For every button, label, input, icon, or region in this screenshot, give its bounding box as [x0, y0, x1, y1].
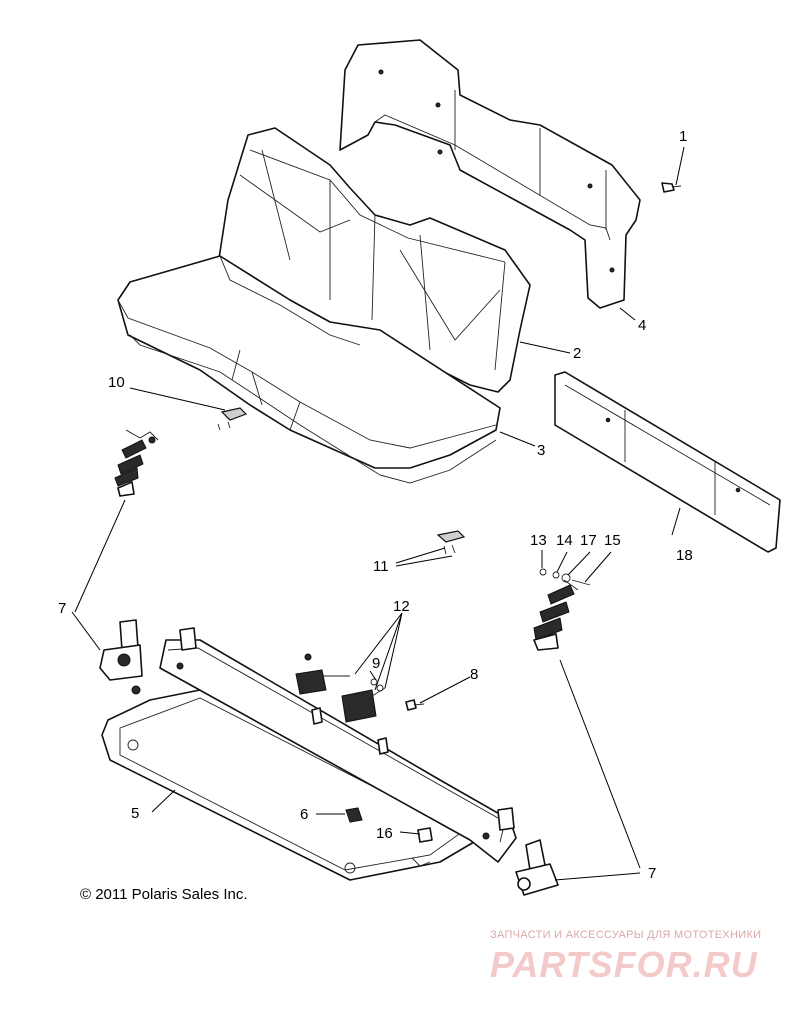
- callout-18: 18: [676, 547, 693, 564]
- callout-5: 5: [131, 805, 139, 822]
- copyright-notice: © 2011 Polaris Sales Inc.: [80, 886, 248, 903]
- callout-6: 6: [300, 806, 308, 823]
- callout-2: 2: [573, 345, 581, 362]
- seat-back-panel: [339, 39, 641, 309]
- callout-11: 11: [373, 558, 389, 575]
- seat-base-frame: [101, 689, 475, 881]
- seat-bottom-cushion: [117, 255, 501, 484]
- washers-part-9: [370, 678, 384, 692]
- seat-belt-buckles-12: [295, 653, 386, 723]
- watermark-tagline: ЗАПЧАСТИ И АКСЕССУАРЫ ДЛЯ МОТОТЕХНИКИ: [490, 929, 762, 941]
- callout-7-left: 7: [58, 600, 66, 617]
- callout-16: 16: [376, 825, 393, 842]
- seat-mounting-rail: [159, 627, 517, 863]
- nut-part-6: [345, 807, 363, 823]
- callout-labels: 1 2 3 4 5 6 7 7 8 9 10 11 12 13 14 17 15…: [58, 128, 693, 882]
- spacer-part-16: [417, 827, 433, 843]
- callout-13: 13: [530, 532, 547, 549]
- callout-7-right: 7: [648, 865, 656, 882]
- callout-9: 9: [372, 655, 380, 672]
- fasteners-13-14-15-17: [539, 568, 591, 586]
- leader-lines: [71, 146, 685, 881]
- callout-14: 14: [556, 532, 573, 549]
- callout-10: 10: [108, 374, 125, 391]
- seat-belt-buckle-left: [99, 619, 143, 695]
- callout-4: 4: [638, 317, 646, 334]
- callout-8: 8: [470, 666, 478, 683]
- callout-1: 1: [679, 128, 687, 145]
- callout-12: 12: [393, 598, 410, 615]
- bolt-part-8: [405, 699, 425, 711]
- screw-part-1: [661, 182, 682, 193]
- seat-belt-spring-right: [533, 579, 579, 651]
- under-seat-tray: [554, 371, 781, 553]
- callout-3: 3: [537, 442, 545, 459]
- seat-belt-spring-left: [114, 429, 159, 497]
- seat-belt-buckle-right: [515, 839, 559, 896]
- backrest-cushion: [217, 127, 531, 393]
- callout-17: 17: [580, 532, 597, 549]
- bracket-part-10: [217, 407, 248, 431]
- callout-15: 15: [604, 532, 621, 549]
- watermark-brand: PARTSFOR.RU: [490, 944, 758, 985]
- bracket-part-11: [436, 530, 466, 555]
